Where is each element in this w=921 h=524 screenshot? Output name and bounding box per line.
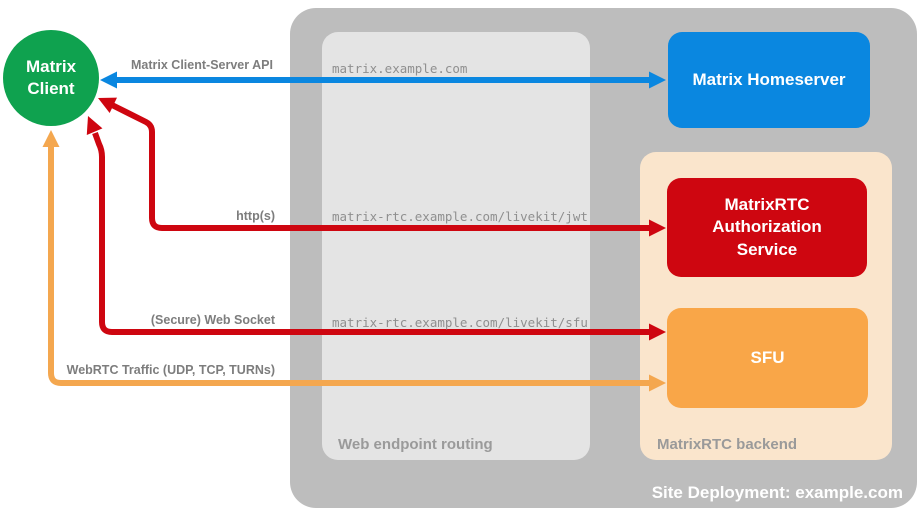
client-server-api-arrow-label: Matrix Client-Server API — [131, 58, 273, 72]
endpoint-sfu-url: matrix-rtc.example.com/livekit/sfu — [332, 315, 588, 330]
sfu-node: SFU — [667, 308, 868, 408]
endpoint-jwt-url: matrix-rtc.example.com/livekit/jwt — [332, 209, 588, 224]
https-arrow-label: http(s) — [236, 209, 275, 223]
authorization-service-node: MatrixRTC Authorization Service — [667, 178, 867, 277]
websocket-arrowhead-left — [86, 116, 103, 135]
web-endpoint-routing-label: Web endpoint routing — [338, 436, 493, 453]
client-server-api-arrowhead-left — [100, 71, 117, 89]
endpoint-homeserver-url: matrix.example.com — [332, 61, 468, 76]
websocket-arrow-label: (Secure) Web Socket — [150, 313, 275, 327]
sfu-label: SFU — [750, 347, 785, 367]
site-deployment-label: Site Deployment: example.com — [651, 483, 903, 502]
https-arrowhead-left — [98, 97, 118, 114]
matrix-client-label: Matrix Client — [25, 56, 77, 98]
matrix-homeserver-node: Matrix Homeserver — [668, 32, 870, 128]
webrtc-arrow-label: WebRTC Traffic (UDP, TCP, TURNs) — [66, 363, 275, 377]
web-endpoint-routing-panel — [322, 32, 590, 460]
matrix-homeserver-label: Matrix Homeserver — [692, 69, 846, 89]
authorization-service-label: MatrixRTC Authorization Service — [712, 195, 822, 259]
matrixrtc-backend-label: MatrixRTC backend — [657, 436, 798, 453]
matrix-client-node: Matrix Client — [3, 30, 99, 126]
webrtc-arrowhead-up — [42, 130, 60, 147]
